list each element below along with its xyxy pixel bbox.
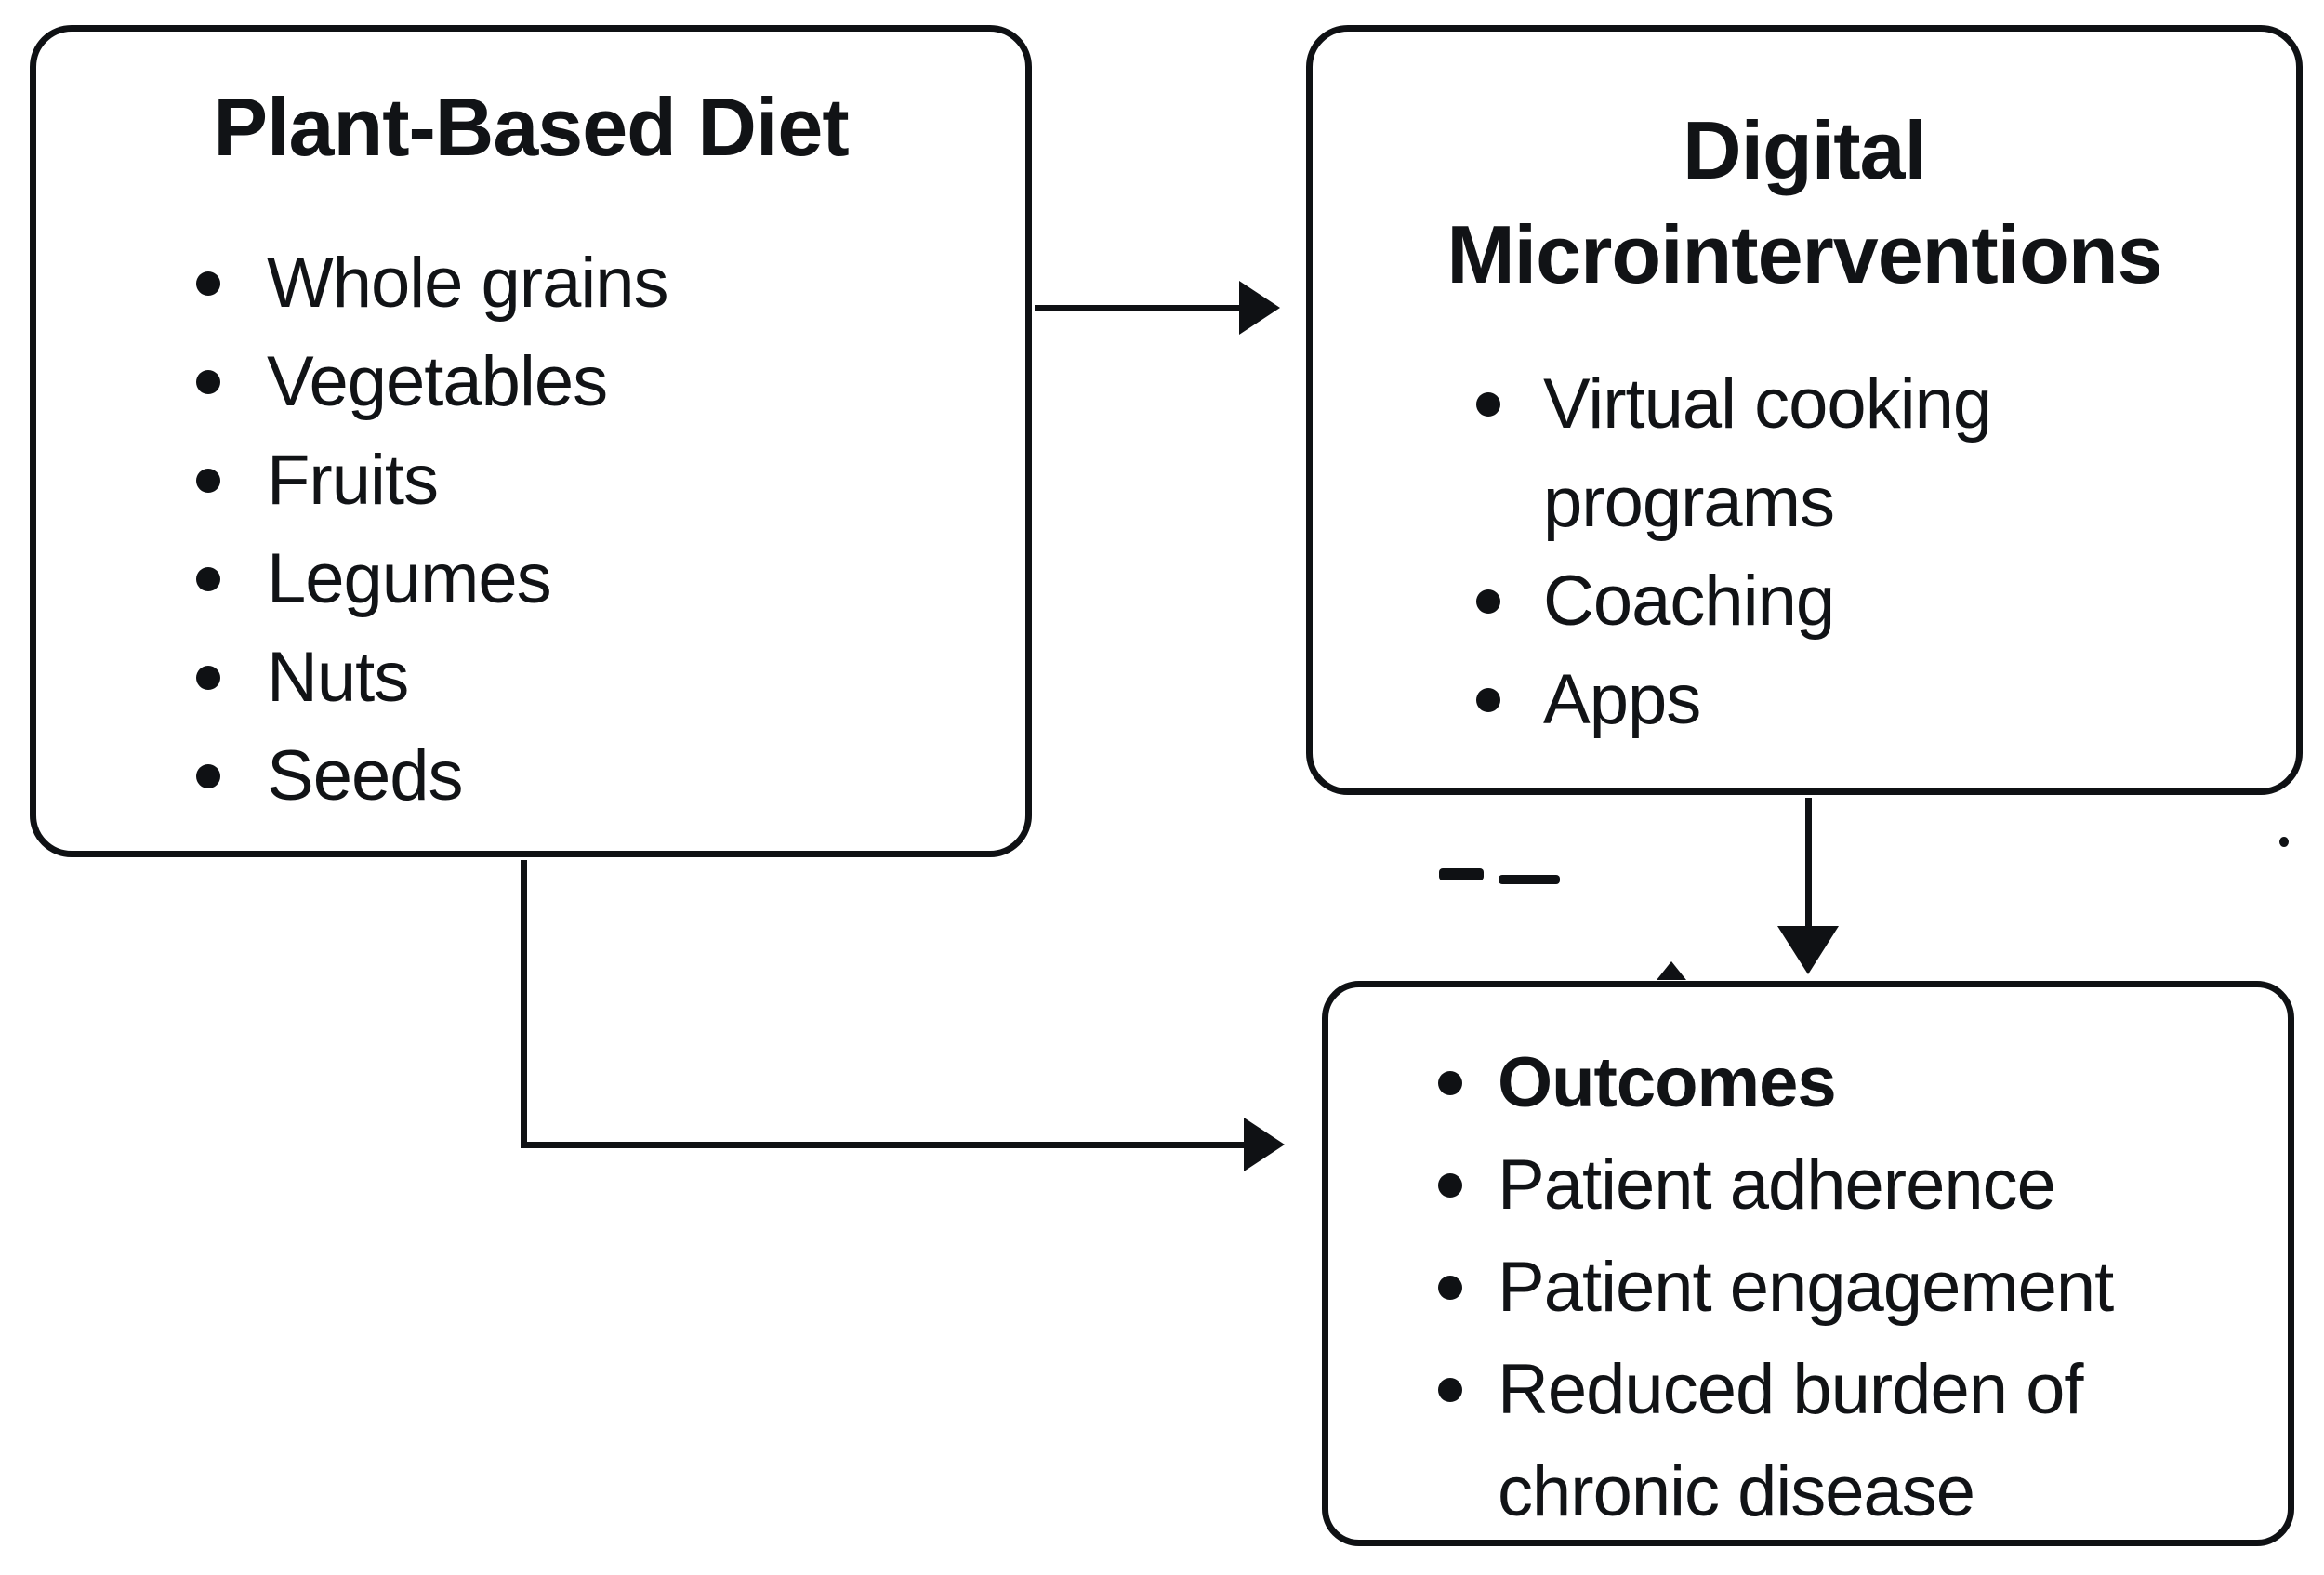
digital-microinterventions-box: Digital Microinterventions Virtual cooki… (1306, 25, 2303, 795)
digital-microinterventions-title: Digital Microinterventions (1313, 99, 2296, 307)
list-item: Coaching (1476, 552, 2201, 651)
plant-based-diet-list: Whole grains Vegetables Fruits Legumes N… (36, 234, 1025, 826)
ink-artifact (1439, 868, 1484, 880)
list-item-outcomes-header: Outcomes (1438, 1032, 2148, 1134)
arrow-digital-to-outcomes-icon (1805, 798, 1812, 928)
list-item: Patient adherence (1438, 1134, 2148, 1237)
list-item: Vegetables (196, 333, 1025, 431)
list-item: Legumes (196, 530, 1025, 629)
title-line: Digital (1683, 104, 1927, 196)
digital-microinterventions-list: Virtual cooking programs Coaching Apps (1313, 355, 2296, 749)
list-item: Reduced burden of chronic disease (1438, 1339, 2148, 1543)
ink-artifact (1499, 875, 1560, 884)
list-item: Nuts (196, 629, 1025, 727)
outcomes-box: Outcomes Patient adherence Patient engag… (1322, 981, 2294, 1546)
list-item: Virtual cooking programs (1476, 355, 2201, 552)
list-item: Patient engagement (1438, 1237, 2148, 1339)
list-item: Fruits (196, 431, 1025, 530)
list-item: Seeds (196, 727, 1025, 826)
ink-artifact (1657, 961, 1686, 980)
list-item: Apps (1476, 651, 2201, 749)
list-item: Whole grains (196, 234, 1025, 333)
ink-artifact (2279, 837, 2289, 847)
title-line: Microinterventions (1446, 208, 2162, 300)
plant-based-diet-box: Plant-Based Diet Whole grains Vegetables… (30, 25, 1032, 857)
arrowhead-right-icon (1239, 281, 1280, 335)
outcomes-list: Outcomes Patient adherence Patient engag… (1328, 1032, 2288, 1543)
arrowhead-right-icon (1244, 1118, 1285, 1171)
arrow-diet-to-outcomes-horizontal-icon (521, 1142, 1246, 1148)
arrow-diet-to-outcomes-vertical-icon (521, 860, 527, 1145)
plant-based-diet-title: Plant-Based Diet (213, 81, 849, 173)
arrow-diet-to-digital-icon (1035, 305, 1241, 311)
arrowhead-down-icon (1777, 926, 1839, 974)
